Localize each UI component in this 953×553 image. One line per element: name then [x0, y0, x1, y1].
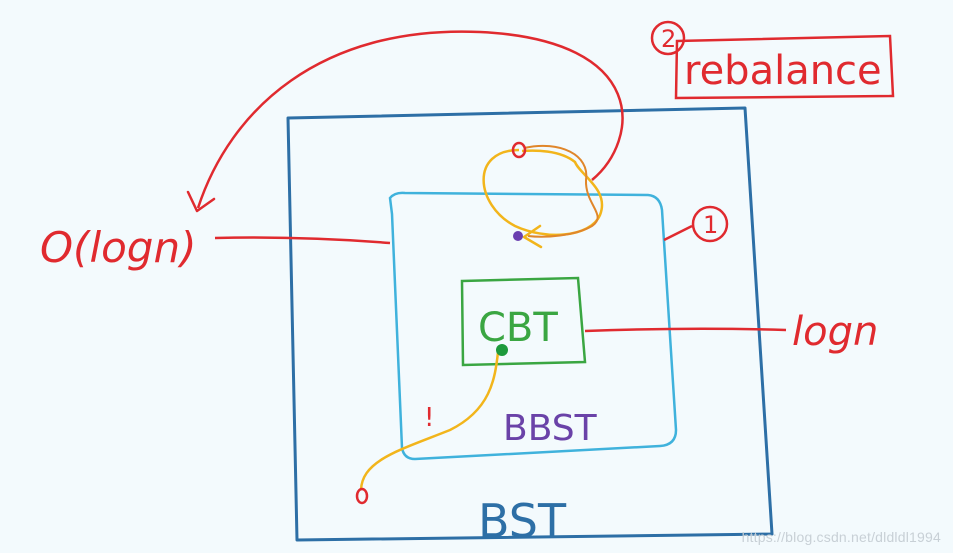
marker-two-circle [650, 20, 686, 56]
marker-two-label: 2 [661, 25, 676, 53]
top-red-node [511, 141, 527, 159]
marker-one-connector-line [663, 224, 693, 242]
exclamation-label: ! [424, 403, 434, 433]
cbt-label: CBT [478, 305, 558, 351]
bst-label: BST [478, 494, 567, 548]
marker-one-circle [691, 205, 729, 243]
rebalance-box [674, 34, 895, 100]
rebalance-loop-orange [523, 144, 599, 238]
rebalance-arrow-arc [196, 30, 624, 209]
rebalance-label: rebalance [684, 48, 882, 94]
green-node [496, 344, 508, 356]
marker-one-label: 1 [703, 211, 718, 239]
o-logn-label: O(logn) [40, 223, 196, 272]
watermark-text: https://blog.csdn.net/dldldl1994 [741, 529, 941, 545]
bbst-box [388, 191, 678, 461]
logn-connector-line [584, 327, 787, 333]
bottom-red-node [355, 487, 369, 505]
bbst-label: BBST [503, 408, 598, 449]
cbt-box [460, 276, 587, 367]
rebalance-loop-arrowhead [522, 224, 543, 249]
rebalance-loop-yellow [482, 148, 604, 236]
logn-label: logn [792, 309, 878, 355]
rebalance-arrowhead [186, 190, 216, 213]
purple-node [513, 231, 523, 241]
bst-to-cbt-path [359, 351, 500, 491]
o-logn-connector-line [214, 236, 391, 245]
bst-box [286, 106, 774, 542]
